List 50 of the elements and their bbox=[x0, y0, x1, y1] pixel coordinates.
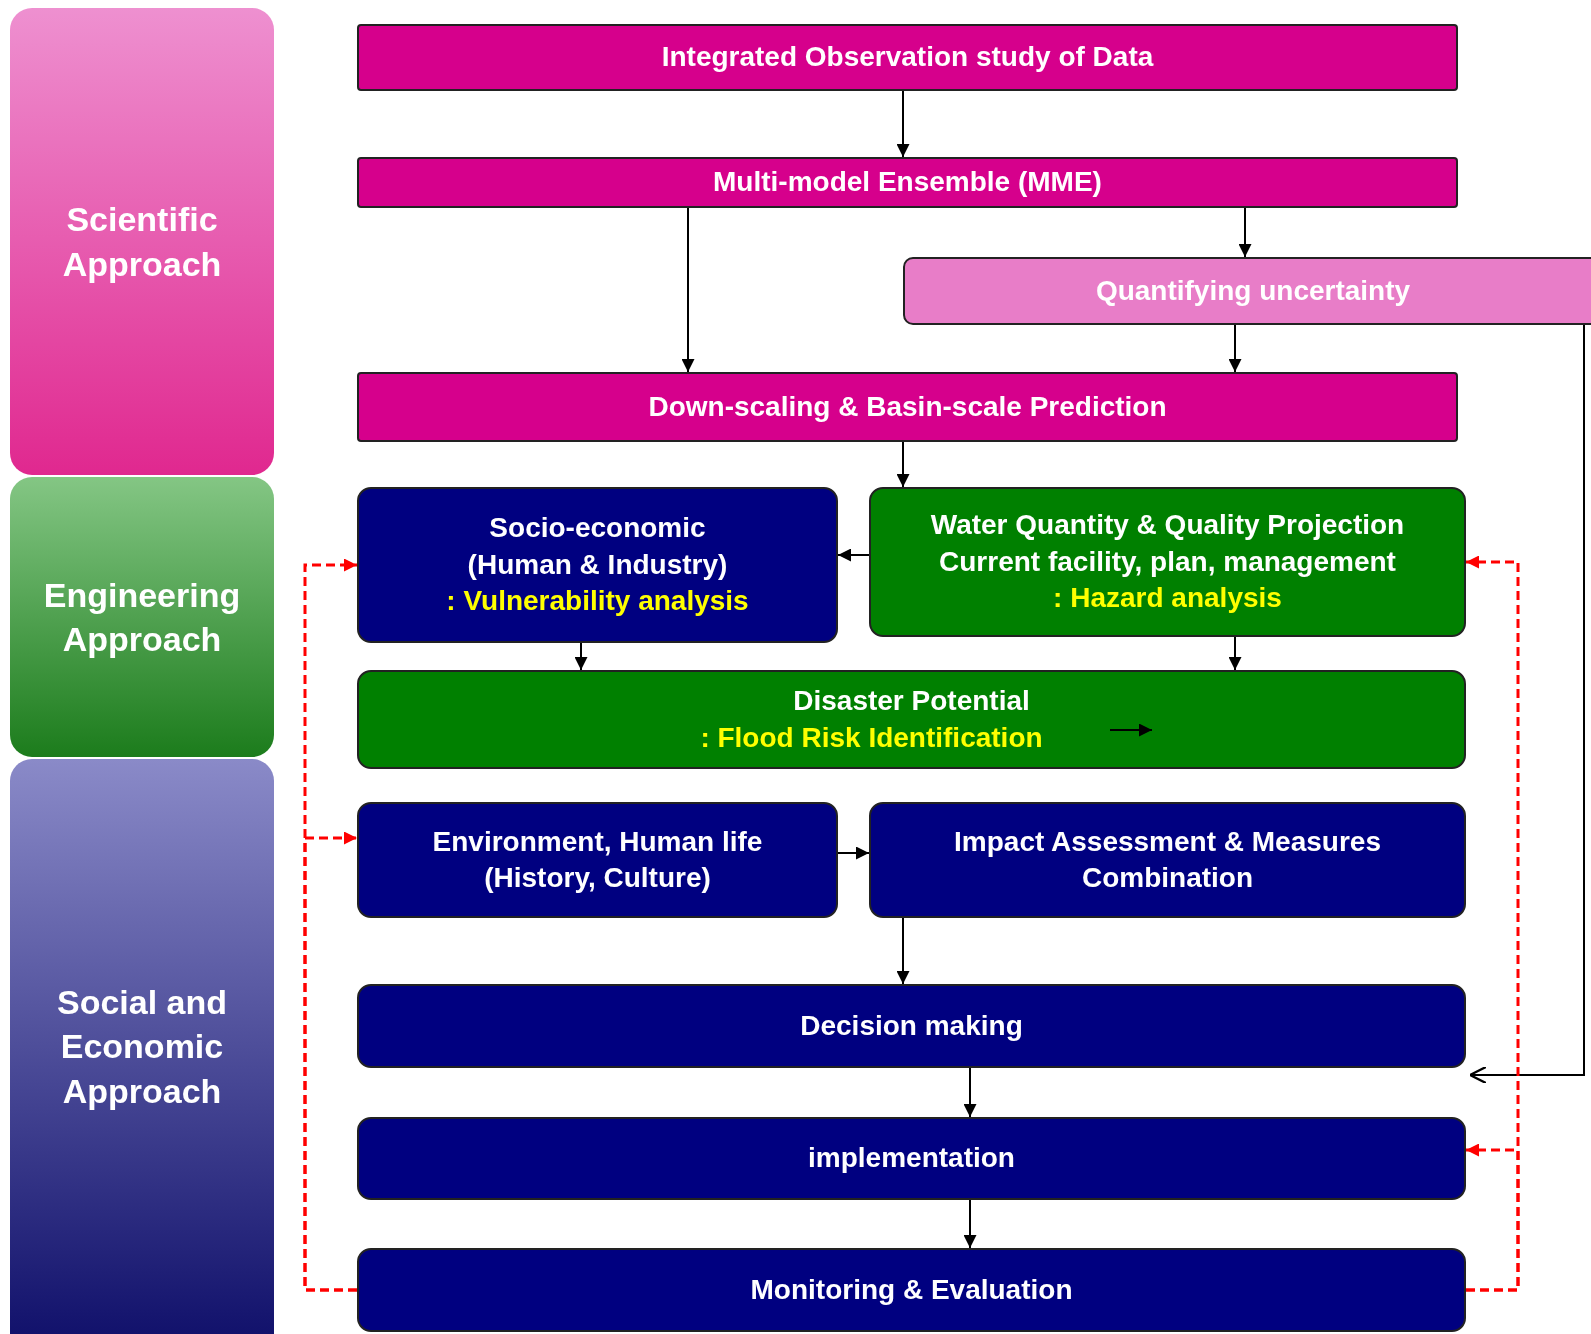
arrow bbox=[574, 642, 588, 671]
process-box bbox=[357, 24, 1458, 91]
arrow bbox=[896, 90, 910, 158]
arrow bbox=[837, 548, 870, 562]
category-band bbox=[10, 759, 274, 1334]
process-box bbox=[357, 157, 1458, 208]
node-label: Impact Assessment & Measures Combination bbox=[953, 824, 1382, 895]
node-label: Social and Economic Approach bbox=[55, 982, 229, 1112]
process-box bbox=[357, 670, 1466, 769]
node-label: Monitoring & Evaluation bbox=[750, 1272, 1073, 1307]
arrow bbox=[896, 917, 910, 985]
arrow bbox=[1228, 636, 1242, 671]
process-box bbox=[357, 1248, 1466, 1332]
category-band bbox=[10, 8, 274, 475]
arrow bbox=[303, 831, 357, 1292]
category-band bbox=[10, 477, 274, 757]
arrow bbox=[1228, 324, 1242, 373]
node-label: Socio-economic (Human & Industry) bbox=[466, 511, 729, 582]
arrow bbox=[1109, 723, 1153, 737]
node-sublabel: : Flood Risk Identification bbox=[700, 720, 1043, 755]
process-box bbox=[869, 802, 1466, 918]
node-sublabel: : Vulnerability analysis bbox=[446, 584, 749, 619]
arrow bbox=[896, 441, 910, 488]
node-label: Down-scaling & Basin-scale Prediction bbox=[648, 389, 1167, 424]
arrow bbox=[1238, 207, 1252, 258]
process-box bbox=[357, 372, 1458, 442]
node-label: Disaster Potential bbox=[793, 684, 1030, 719]
node-label: Environment, Human life (History, Culture) bbox=[431, 824, 764, 895]
arrow bbox=[1468, 324, 1585, 1085]
process-box bbox=[357, 1117, 1466, 1200]
process-box bbox=[869, 487, 1466, 637]
node-label: implementation bbox=[808, 1141, 1015, 1176]
arrow bbox=[837, 846, 870, 860]
node-label: Scientific Approach bbox=[61, 199, 223, 285]
arrow bbox=[963, 1199, 977, 1249]
process-box bbox=[903, 257, 1591, 325]
process-box bbox=[357, 984, 1466, 1068]
arrow bbox=[1466, 1143, 1520, 1292]
process-box bbox=[357, 802, 838, 918]
node-label: Integrated Observation study of Data bbox=[661, 40, 1154, 75]
arrow bbox=[681, 207, 695, 373]
process-box bbox=[357, 487, 838, 643]
node-label: Decision making bbox=[800, 1008, 1023, 1043]
node-sublabel: : Hazard analysis bbox=[1053, 581, 1282, 616]
node-label: Multi-model Ensemble (MME) bbox=[713, 165, 1102, 200]
arrow bbox=[963, 1067, 977, 1118]
node-sublabel: Current facility, plan, management bbox=[939, 544, 1396, 579]
node-label: Engineering Approach bbox=[42, 574, 242, 660]
node-label: Quantifying uncertainty bbox=[1095, 273, 1411, 308]
node-label: Water Quantity & Quality Projection bbox=[930, 508, 1405, 543]
